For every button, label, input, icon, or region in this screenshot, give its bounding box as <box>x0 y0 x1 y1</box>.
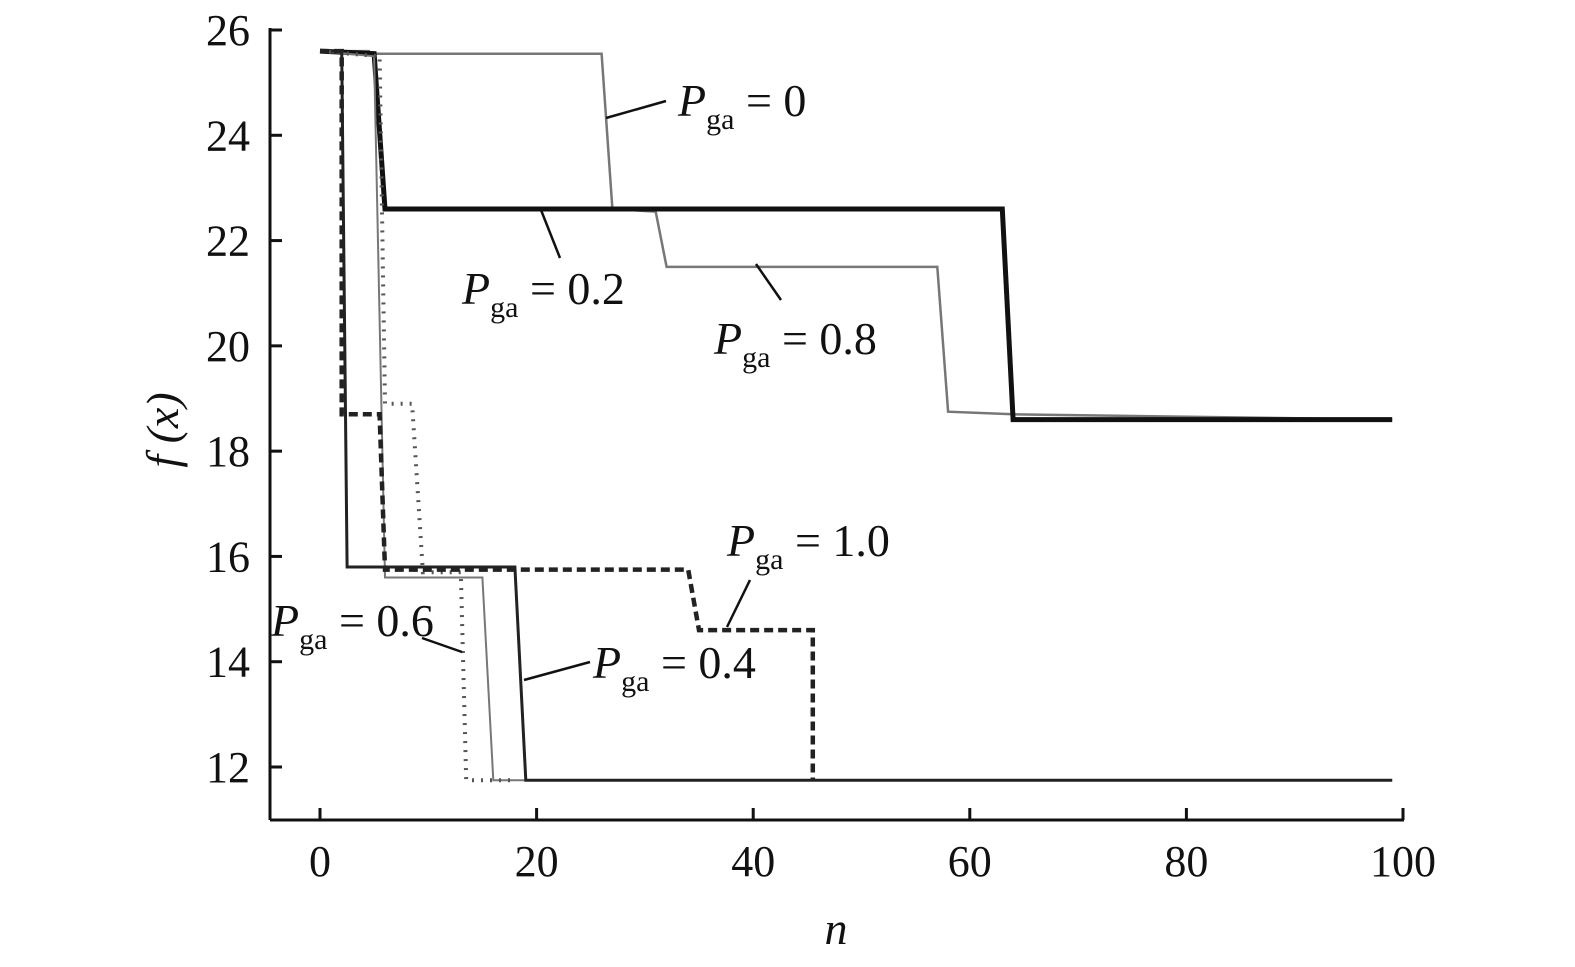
annotation-3: Pga = 1.0 <box>725 515 890 628</box>
y-tick-label: 12 <box>206 743 250 792</box>
x-tick-label: 0 <box>309 837 331 886</box>
annotation-4: Pga = 0.6 <box>270 595 463 656</box>
y-tick-label: 22 <box>206 217 250 266</box>
annotation-leader-line <box>605 99 667 120</box>
annotation-label: Pga = 0.2 <box>461 263 625 324</box>
annotation-label: Pga = 0.8 <box>713 313 877 374</box>
annotation-leader-line <box>725 579 752 628</box>
annotation-leader-line <box>754 263 783 301</box>
annotation-2: Pga = 0.8 <box>713 263 877 374</box>
y-tick-label: 26 <box>206 6 250 55</box>
annotation-value: = 0.4 <box>649 637 755 688</box>
annotation-value: = 1.0 <box>783 515 889 566</box>
series-line-1 <box>319 48 1393 423</box>
annotation-subscript: ga <box>706 103 734 136</box>
x-tick-label: 40 <box>731 837 775 886</box>
annotation-subscript: ga <box>742 341 770 374</box>
annotation-symbol: P <box>461 263 490 314</box>
y-tick-label: 20 <box>206 322 250 371</box>
annotation-subscript: ga <box>490 291 518 324</box>
series-line-0 <box>320 49 1393 421</box>
annotation-leader-line <box>523 660 591 682</box>
annotation-label: Pga = 1.0 <box>726 515 890 576</box>
annotation-leader-line <box>539 209 562 259</box>
y-tick-label: 14 <box>206 638 250 687</box>
annotation-value: = 0.2 <box>518 263 624 314</box>
x-tick-label: 80 <box>1164 837 1208 886</box>
annotation-value: = 0.8 <box>770 313 876 364</box>
annotation-0: Pga = 0 <box>605 75 806 136</box>
annotation-5: Pga = 0.4 <box>523 637 756 698</box>
annotation-symbol: P <box>677 75 706 126</box>
y-tick-label: 18 <box>206 427 250 476</box>
annotation-label: Pga = 0.6 <box>270 595 434 656</box>
annotation-label: Pga = 0.4 <box>592 637 756 698</box>
annotation-subscript: ga <box>299 623 327 656</box>
x-tick-label: 60 <box>948 837 992 886</box>
y-tick-label: 24 <box>206 111 250 160</box>
annotation-symbol: P <box>726 515 755 566</box>
series-line-4 <box>319 49 515 783</box>
annotation-symbol: P <box>270 595 299 646</box>
annotation-subscript: ga <box>755 543 783 576</box>
annotation-label: Pga = 0 <box>677 75 806 136</box>
annotation-subscript: ga <box>621 665 649 698</box>
annotation-value: = 0 <box>734 75 806 126</box>
annotation-value: = 0.6 <box>327 595 433 646</box>
annotation-symbol: P <box>713 313 742 364</box>
x-tick-label: 100 <box>1370 837 1436 886</box>
annotation-1: Pga = 0.2 <box>461 209 625 324</box>
series-line-2 <box>319 50 1393 782</box>
annotation-symbol: P <box>592 637 621 688</box>
series-layer <box>319 48 1393 783</box>
ticks-layer: 0 20 40 60 80 100 12 14 16 18 20 22 24 26 <box>206 6 1436 886</box>
x-axis-label: n <box>825 903 848 954</box>
annotation-leader-line <box>421 636 463 654</box>
y-axis-label: f (x) <box>137 392 188 467</box>
series-line-3 <box>320 49 1393 782</box>
series-line-5 <box>320 48 816 781</box>
y-tick-label: 16 <box>206 532 250 581</box>
x-tick-label: 20 <box>515 837 559 886</box>
axes-layer <box>268 28 1404 822</box>
